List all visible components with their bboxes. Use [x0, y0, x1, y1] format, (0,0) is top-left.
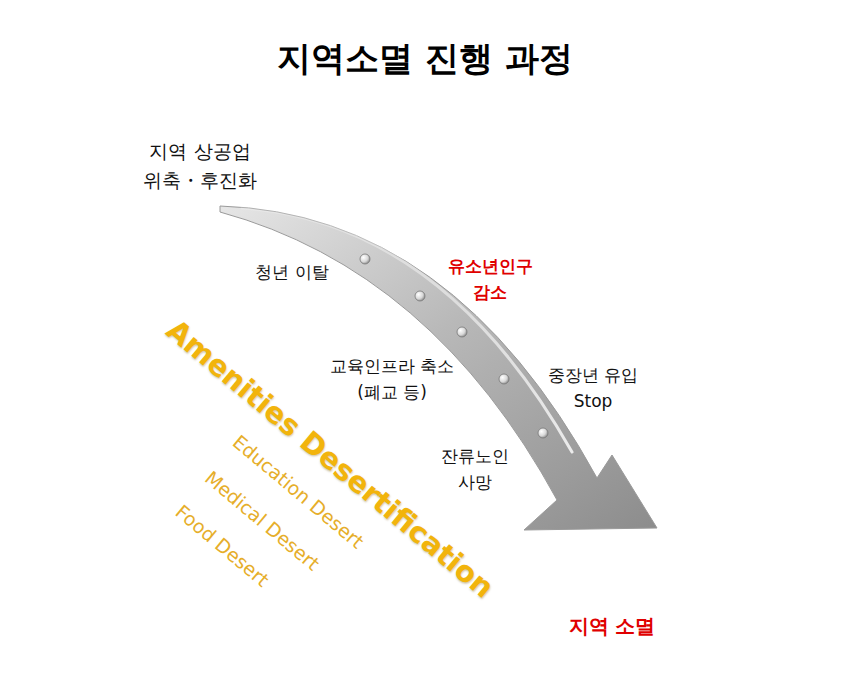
stage-label: 지역 상공업 위축・후진화: [138, 137, 263, 196]
stage-label: 교육인프라 축소 (폐교 등): [320, 353, 465, 406]
stage-label: 청년 이탈: [255, 259, 328, 285]
effect-label: 중장년 유입 Stop: [534, 362, 652, 415]
result-label: 지역 소멸: [569, 611, 656, 642]
effect-label: 유소년인구 감소: [440, 253, 540, 306]
stage-label: 잔류노인 사망: [433, 443, 518, 496]
diagram-title: 지역소멸 진행 과정: [277, 32, 573, 85]
